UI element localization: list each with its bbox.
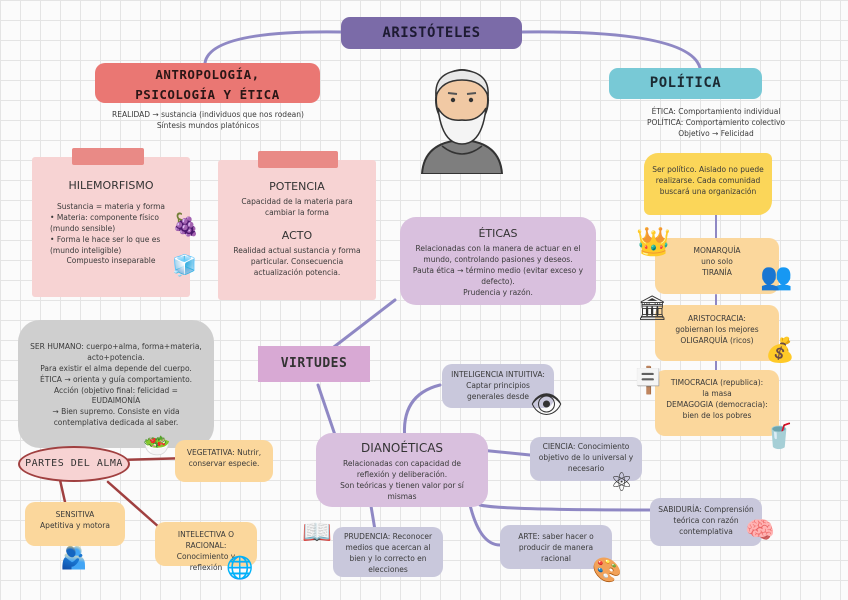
coins-icon: 💰 [765,338,795,362]
tape-decoration [72,148,144,165]
sensitiva-title: SENSITIVA [31,510,119,521]
bullet2-text: Forma le hace ser lo que es (mundo intel… [50,235,160,255]
partes-alma-label: PARTES DEL ALMA [20,448,128,479]
eticas-heading: ÉTICAS [412,227,584,240]
ser-humano-line3: Para existir el alma depende del cuerpo. [30,364,202,375]
vegetativa-card: VEGETATIVA: Nutrir, conservar especie. [175,440,273,482]
eticas-text1: Relacionadas con la manera de actuar en … [412,244,584,266]
philosopher-bust-icon [412,62,512,174]
sensitiva-card: SENSITIVA Apetitiva y motora [25,502,125,546]
main-title-text: ARISTÓTELES [341,17,522,49]
politica-sub3: Objetivo → Felicidad [628,129,804,140]
virtudes-label-box: VIRTUDES [258,346,370,382]
aristocracia-line2: gobiernan los mejores [661,325,773,336]
ser-humano-line1: SER HUMANO: cuerpo+alma, forma+materia, [30,342,202,353]
monarquia-line3: TIRANÍA [661,268,773,279]
book-sun-icon: 📖 [302,520,332,544]
atom-icon: ⚛ [610,470,633,496]
drink-icon: 🥤 [764,424,794,448]
prudencia-card: PRUDENCIA: Reconocer medios que acercan … [333,527,443,577]
main-title: ARISTÓTELES [341,17,522,49]
politica-title: POLÍTICA [609,68,762,99]
hilemorfismo-bullet1: • Materia: componente físico (mundo sens… [42,213,180,235]
people-hug-icon: 🫂 [60,548,87,570]
eticas-card: ÉTICAS Relacionadas con la manera de act… [400,217,596,305]
thinker-icon: 🏛 [637,296,667,320]
brain-hand-icon: 🧠 [745,518,775,542]
sensitiva-text: Apetitiva y motora [31,521,119,532]
aristocracia-line1: ARISTOCRACIA: [661,314,773,325]
dianoeticas-text2: Son teóricas y tienen valor por sí misma… [326,481,478,503]
ser-humano-line6: → Bien supremo. Consiste en vida [30,407,202,418]
cube-blocks-icon: 🧊 [172,255,197,275]
antropologia-title-line1: ANTROPOLOGÍA, [95,63,320,83]
hilemorfismo-bullet2: • Forma le hace ser lo que es (mundo int… [42,235,180,257]
prudencia-text: PRUDENCIA: Reconocer medios que acercan … [339,532,437,576]
ser-humano-line4: ÉTICA → orienta y guía comportamiento. [30,375,202,386]
ser-humano-line5: Acción (objetivo final: felicidad = EUDA… [30,386,202,408]
ser-humano-line2: acto+potencia. [30,353,202,364]
antropologia-subtitle: REALIDAD → sustancia (individuos que nos… [88,110,328,132]
ser-humano-card: SER HUMANO: cuerpo+alma, forma+materia, … [18,320,214,448]
potencia-note: POTENCIA Capacidad de la materia para ca… [218,160,376,300]
politica-header: POLÍTICA [609,68,762,99]
hilemorfismo-line4: Compuesto inseparable [42,256,180,267]
tape-decoration [258,151,338,168]
acto-text: Realidad actual sustancia y forma partic… [228,246,366,279]
crowd-icon: 👥 [760,264,792,290]
antropologia-title-line2: PSICOLOGÍA Y ÉTICA [95,83,320,103]
potencia-text: Capacidad de la materia para cambiar la … [228,197,366,219]
eticas-text3: Prudencia y razón. [412,288,584,299]
politica-sub2: POLÍTICA: Comportamiento colectivo [628,118,804,129]
sintesis-text: Síntesis mundos platónicos [88,121,328,132]
fruit-plate-icon: 🍇 [172,215,199,237]
globe-network-icon: 🌐 [226,558,253,580]
aristocracia-line3: OLIGARQUÍA (ricos) [661,336,773,347]
hilemorfismo-line1: Sustancia = materia y forma [42,202,180,213]
hilemorfismo-heading: HILEMORFISMO [42,179,180,192]
dianoeticas-heading: DIANOÉTICAS [326,441,478,455]
realidad-text: REALIDAD → sustancia (individuos que nos… [88,110,328,121]
sabiduria-text: SABIDURÍA: Comprensión teórica con razón… [656,505,756,538]
eticas-text2: Pauta ética → término medio (evitar exce… [412,266,584,288]
virtudes-label: VIRTUDES [258,346,370,382]
timocracia-line4: bien de los pobres [661,411,773,422]
potencia-heading: POTENCIA [228,180,366,193]
monarquia-line2: uno solo [661,257,773,268]
head-eye-icon: 👁 [530,392,563,418]
hilemorfismo-note: HILEMORFISMO Sustancia = materia y forma… [32,157,190,297]
dianoeticas-text1: Relacionadas con capacidad de reflexión … [326,459,478,481]
politica-note-text: Ser político. Aislado no puede realizars… [652,165,764,198]
dianoeticas-card: DIANOÉTICAS Relacionadas con capacidad d… [316,433,488,507]
ser-humano-line7: contemplativa dedicada al saber. [30,418,202,429]
timocracia-line2: la masa [661,389,773,400]
timocracia-card: TIMOCRACIA (republica): la masa DEMAGOGI… [655,370,779,436]
bullet1-text: Materia: componente físico (mundo sensib… [50,213,159,233]
politica-sub1: ÉTICA: Comportamiento individual [628,107,804,118]
acto-heading: ACTO [228,229,366,242]
politica-subtitle: ÉTICA: Comportamiento individual POLÍTIC… [628,107,804,140]
politica-note: Ser político. Aislado no puede realizars… [644,153,772,215]
monarquia-line1: MONARQUÍA [661,246,773,257]
palette-icon: 🎨 [592,558,622,582]
timocracia-line1: TIMOCRACIA (republica): [661,378,773,389]
arte-text: ARTE: saber hacer o producir de manera r… [506,532,606,565]
aristocracia-card: ARISTOCRACIA: gobiernan los mejores OLIG… [655,305,779,361]
timocracia-line3: DEMAGOGIA (democracia): [661,400,773,411]
vegetativa-text: VEGETATIVA: Nutrir, conservar especie. [181,448,267,470]
crown-icon: 👑 [636,228,671,256]
antropologia-header: ANTROPOLOGÍA, PSICOLOGÍA Y ÉTICA [95,63,320,103]
people-signs-icon: 🪧 [632,368,664,394]
salad-icon: 🥗 [143,436,170,458]
partes-alma-bubble: PARTES DEL ALMA [18,446,130,482]
